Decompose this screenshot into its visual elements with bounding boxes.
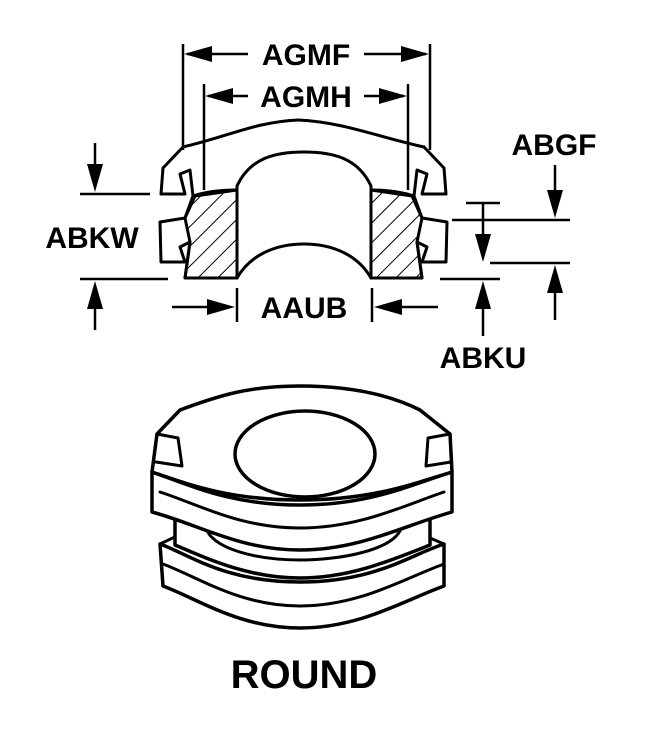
label-aaub: AAUB [261, 292, 348, 325]
label-abkw: ABKW [45, 222, 139, 255]
iso-left-slot [154, 432, 184, 468]
label-agmf: AGMF [262, 39, 350, 72]
abkw-top-arrow [87, 164, 103, 192]
iso-middle-flange [150, 470, 454, 552]
cross-section-view [158, 118, 449, 280]
aaub-right-arrow [374, 299, 402, 315]
section-left-shoulder [191, 188, 239, 198]
abkw-bottom-arrow [87, 281, 103, 309]
abgf-top-arrow [547, 190, 563, 218]
agmh-right-arrow [379, 88, 407, 104]
section-bore-outline [235, 150, 373, 280]
label-agmh: AGMH [260, 81, 352, 114]
iso-middle-flange-front-edge [158, 490, 446, 530]
section-right-wall-hatch [369, 188, 424, 280]
iso-right-slot [424, 432, 453, 468]
isometric-view [150, 384, 454, 630]
label-abku: ABKU [440, 342, 527, 375]
agmf-left-arrow [184, 46, 212, 62]
agmf-right-arrow [401, 46, 429, 62]
shape-caption: ROUND [231, 653, 378, 697]
section-bore-bottom-arc [235, 242, 373, 280]
iso-bottom-flange-front-edge [161, 562, 446, 608]
aaub-left-arrow [207, 299, 235, 315]
abku-bottom-arrow [475, 281, 491, 309]
section-right-shoulder [369, 188, 416, 198]
abgf-bottom-arrow [547, 265, 563, 293]
iso-bottom-flange [158, 542, 446, 630]
agmh-left-arrow [205, 88, 233, 104]
label-abgf: ABGF [512, 129, 597, 162]
section-left-wall-hatch [183, 188, 239, 280]
iso-top-opening [233, 409, 377, 499]
section-top-outline [181, 118, 426, 149]
abku-top-arrow [475, 234, 491, 262]
iso-neck-inner-arc [203, 523, 404, 562]
